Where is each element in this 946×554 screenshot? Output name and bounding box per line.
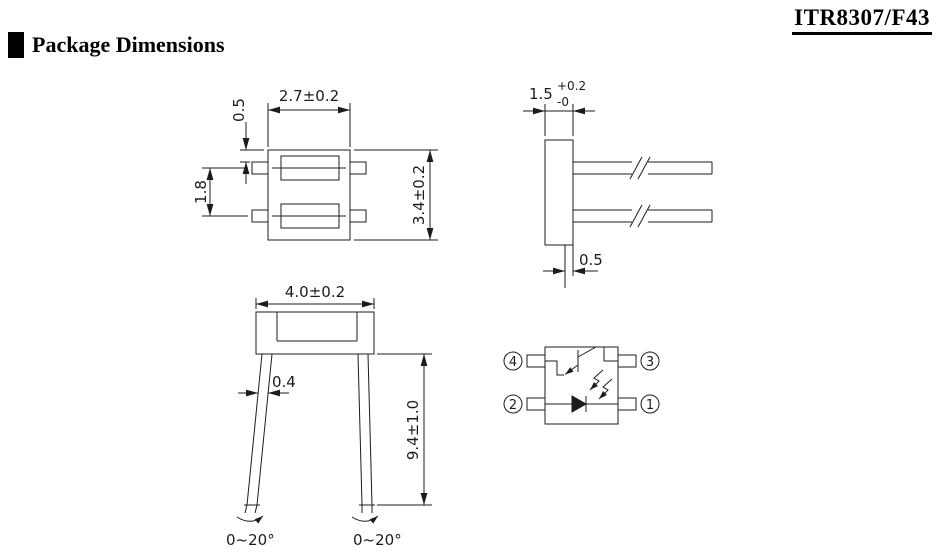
phototransistor-symbol [545,346,618,376]
schematic-box [544,346,619,425]
package-body-front-view [255,311,375,355]
part-number: ITR8307/F43 [792,5,932,35]
lead-left-front [244,353,273,514]
dim-pin-pitch: 1.8 [192,167,248,217]
break-mark [637,204,651,228]
dim-label-body-width: 2.7±0.2 [279,87,339,105]
pin-stub [617,397,637,411]
dim-label-lead-thickness: 0.5 [579,251,603,269]
dim-angle-right: 0~20° [351,515,402,549]
dim-pin-offset: 0.5 [230,98,264,184]
dim-label-tol-upper: +0.2 [557,79,586,93]
dim-label-lead-width: 0.4 [272,373,296,391]
pin-number-2: 2 [503,394,523,414]
lead-top [573,156,713,180]
section-bullet-icon [8,32,24,58]
dim-label-body-width-front: 4.0±0.2 [285,283,345,301]
svg-text:1: 1 [646,398,654,413]
package-body-top-view [267,149,351,241]
svg-text:2: 2 [509,398,517,413]
pin-pad [251,209,269,223]
dim-label-body-thickness: 1.5 [529,85,553,103]
dim-body-width: 2.7±0.2 [267,87,351,147]
break-mark [629,156,643,180]
dim-body-width-front: 4.0±0.2 [255,283,375,309]
svg-text:3: 3 [646,355,654,370]
pin-stub [617,354,637,368]
pin-number-1: 1 [640,394,660,414]
pin-stub [526,397,546,411]
break-mark [637,156,651,180]
pin-number-3: 3 [640,351,660,371]
pin-stub [526,354,546,368]
lead-right-front [357,353,375,513]
pin-pad [349,161,367,175]
dim-lead-thickness: 0.5 [543,245,603,288]
section-heading: Package Dimensions [8,32,225,58]
lead-bottom [573,204,713,228]
dim-body-length: 3.4±0.2 [354,149,438,241]
dim-label-tol-lower: -0 [557,95,569,109]
front-view-drawing: 4.0±0.2 0.4 [226,283,432,549]
schematic-drawing: 4 3 2 1 [503,346,660,425]
break-mark [629,204,643,228]
dim-label-body-length: 3.4±0.2 [410,165,428,225]
led-symbol [545,395,618,413]
dim-angle-left: 0~20° [226,515,275,549]
pin-pad [251,161,269,175]
dim-label-pin-pitch: 1.8 [192,180,210,204]
package-body-side-view [544,139,574,246]
dim-label-angle-left: 0~20° [226,531,275,549]
dim-label-lead-length: 9.4±1.0 [404,400,422,460]
dim-body-thickness: 1.5 +0.2 -0 [523,79,595,136]
side-view-drawing: 1.5 +0.2 -0 0.5 [523,79,713,288]
dim-lead-length: 9.4±1.0 [377,353,432,506]
light-arrows-icon [589,369,613,400]
dim-label-pin-offset: 0.5 [230,98,248,122]
pin-pad [349,209,367,223]
dim-label-angle-right: 0~20° [353,531,402,549]
dim-lead-width: 0.4 [238,373,296,397]
top-view-drawing: 2.7±0.2 0.5 1.8 3.4±0.2 [192,87,438,241]
svg-text:4: 4 [509,355,517,370]
section-title: Package Dimensions [32,32,225,57]
pin-number-4: 4 [503,351,523,371]
